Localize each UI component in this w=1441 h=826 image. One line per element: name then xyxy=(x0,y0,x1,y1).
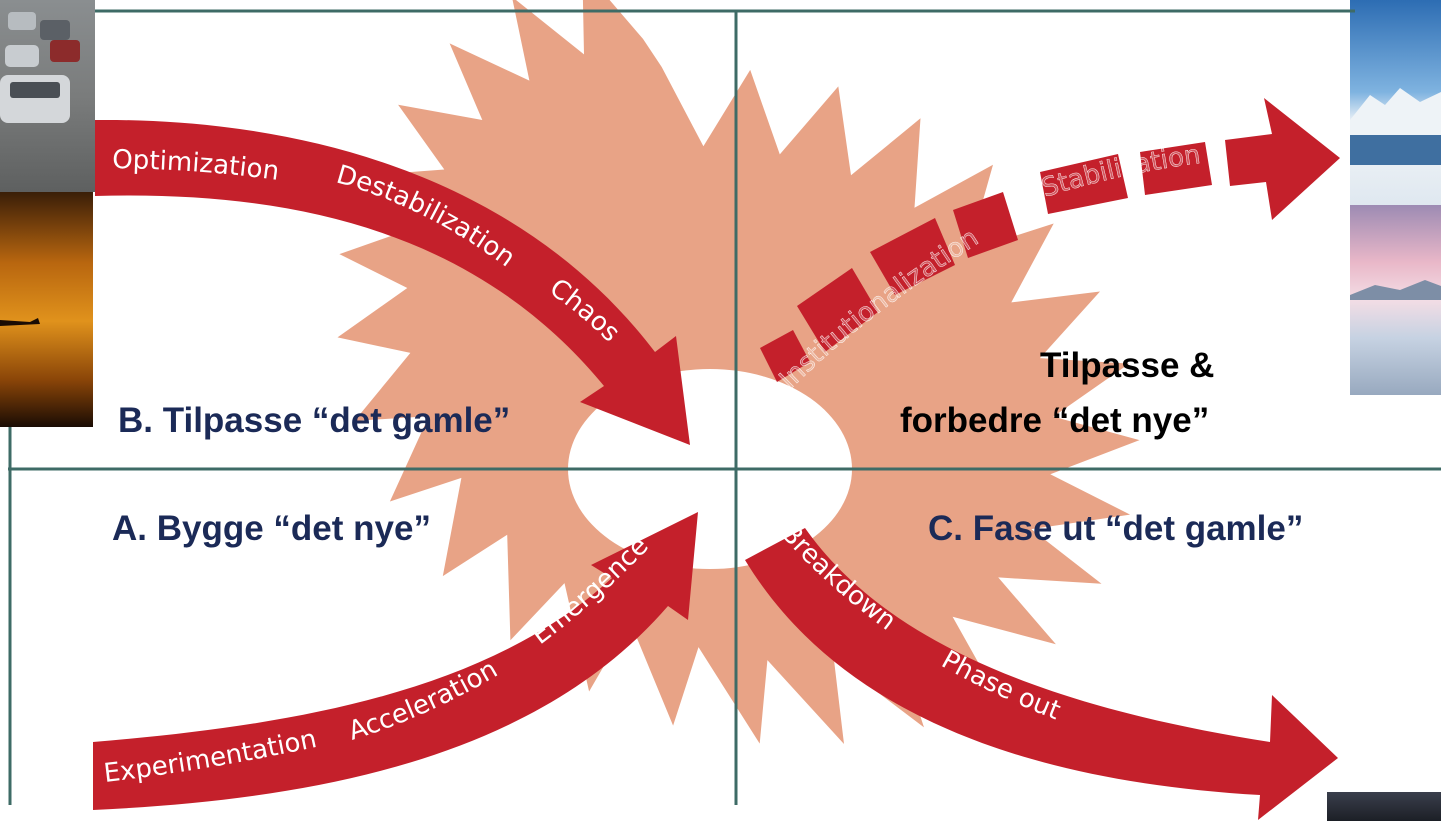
quadrant-c-label: C. Fase ut “det gamle” xyxy=(928,509,1304,548)
mountain-photo xyxy=(1350,0,1441,205)
bottom-left-arrow xyxy=(93,512,698,810)
quadrant-b-label: B. Tilpasse “det gamle” xyxy=(118,401,511,440)
quadrant-grid xyxy=(8,9,1441,805)
quadrant-d-label-line1: Tilpasse & xyxy=(1040,346,1215,385)
top-left-arrow xyxy=(95,119,690,445)
top-right-dashed-arrow xyxy=(760,98,1340,382)
quadrant-a-label: A. Bygge “det nye” xyxy=(112,509,431,548)
quadrant-d-label-line2: forbedre “det nye” xyxy=(900,401,1210,440)
bottom-right-arrow xyxy=(745,528,1338,820)
dark-photo xyxy=(1327,792,1441,821)
traffic-photo xyxy=(0,0,95,192)
sunset-airplane-photo xyxy=(0,192,93,427)
arctic-photo xyxy=(1350,205,1441,395)
